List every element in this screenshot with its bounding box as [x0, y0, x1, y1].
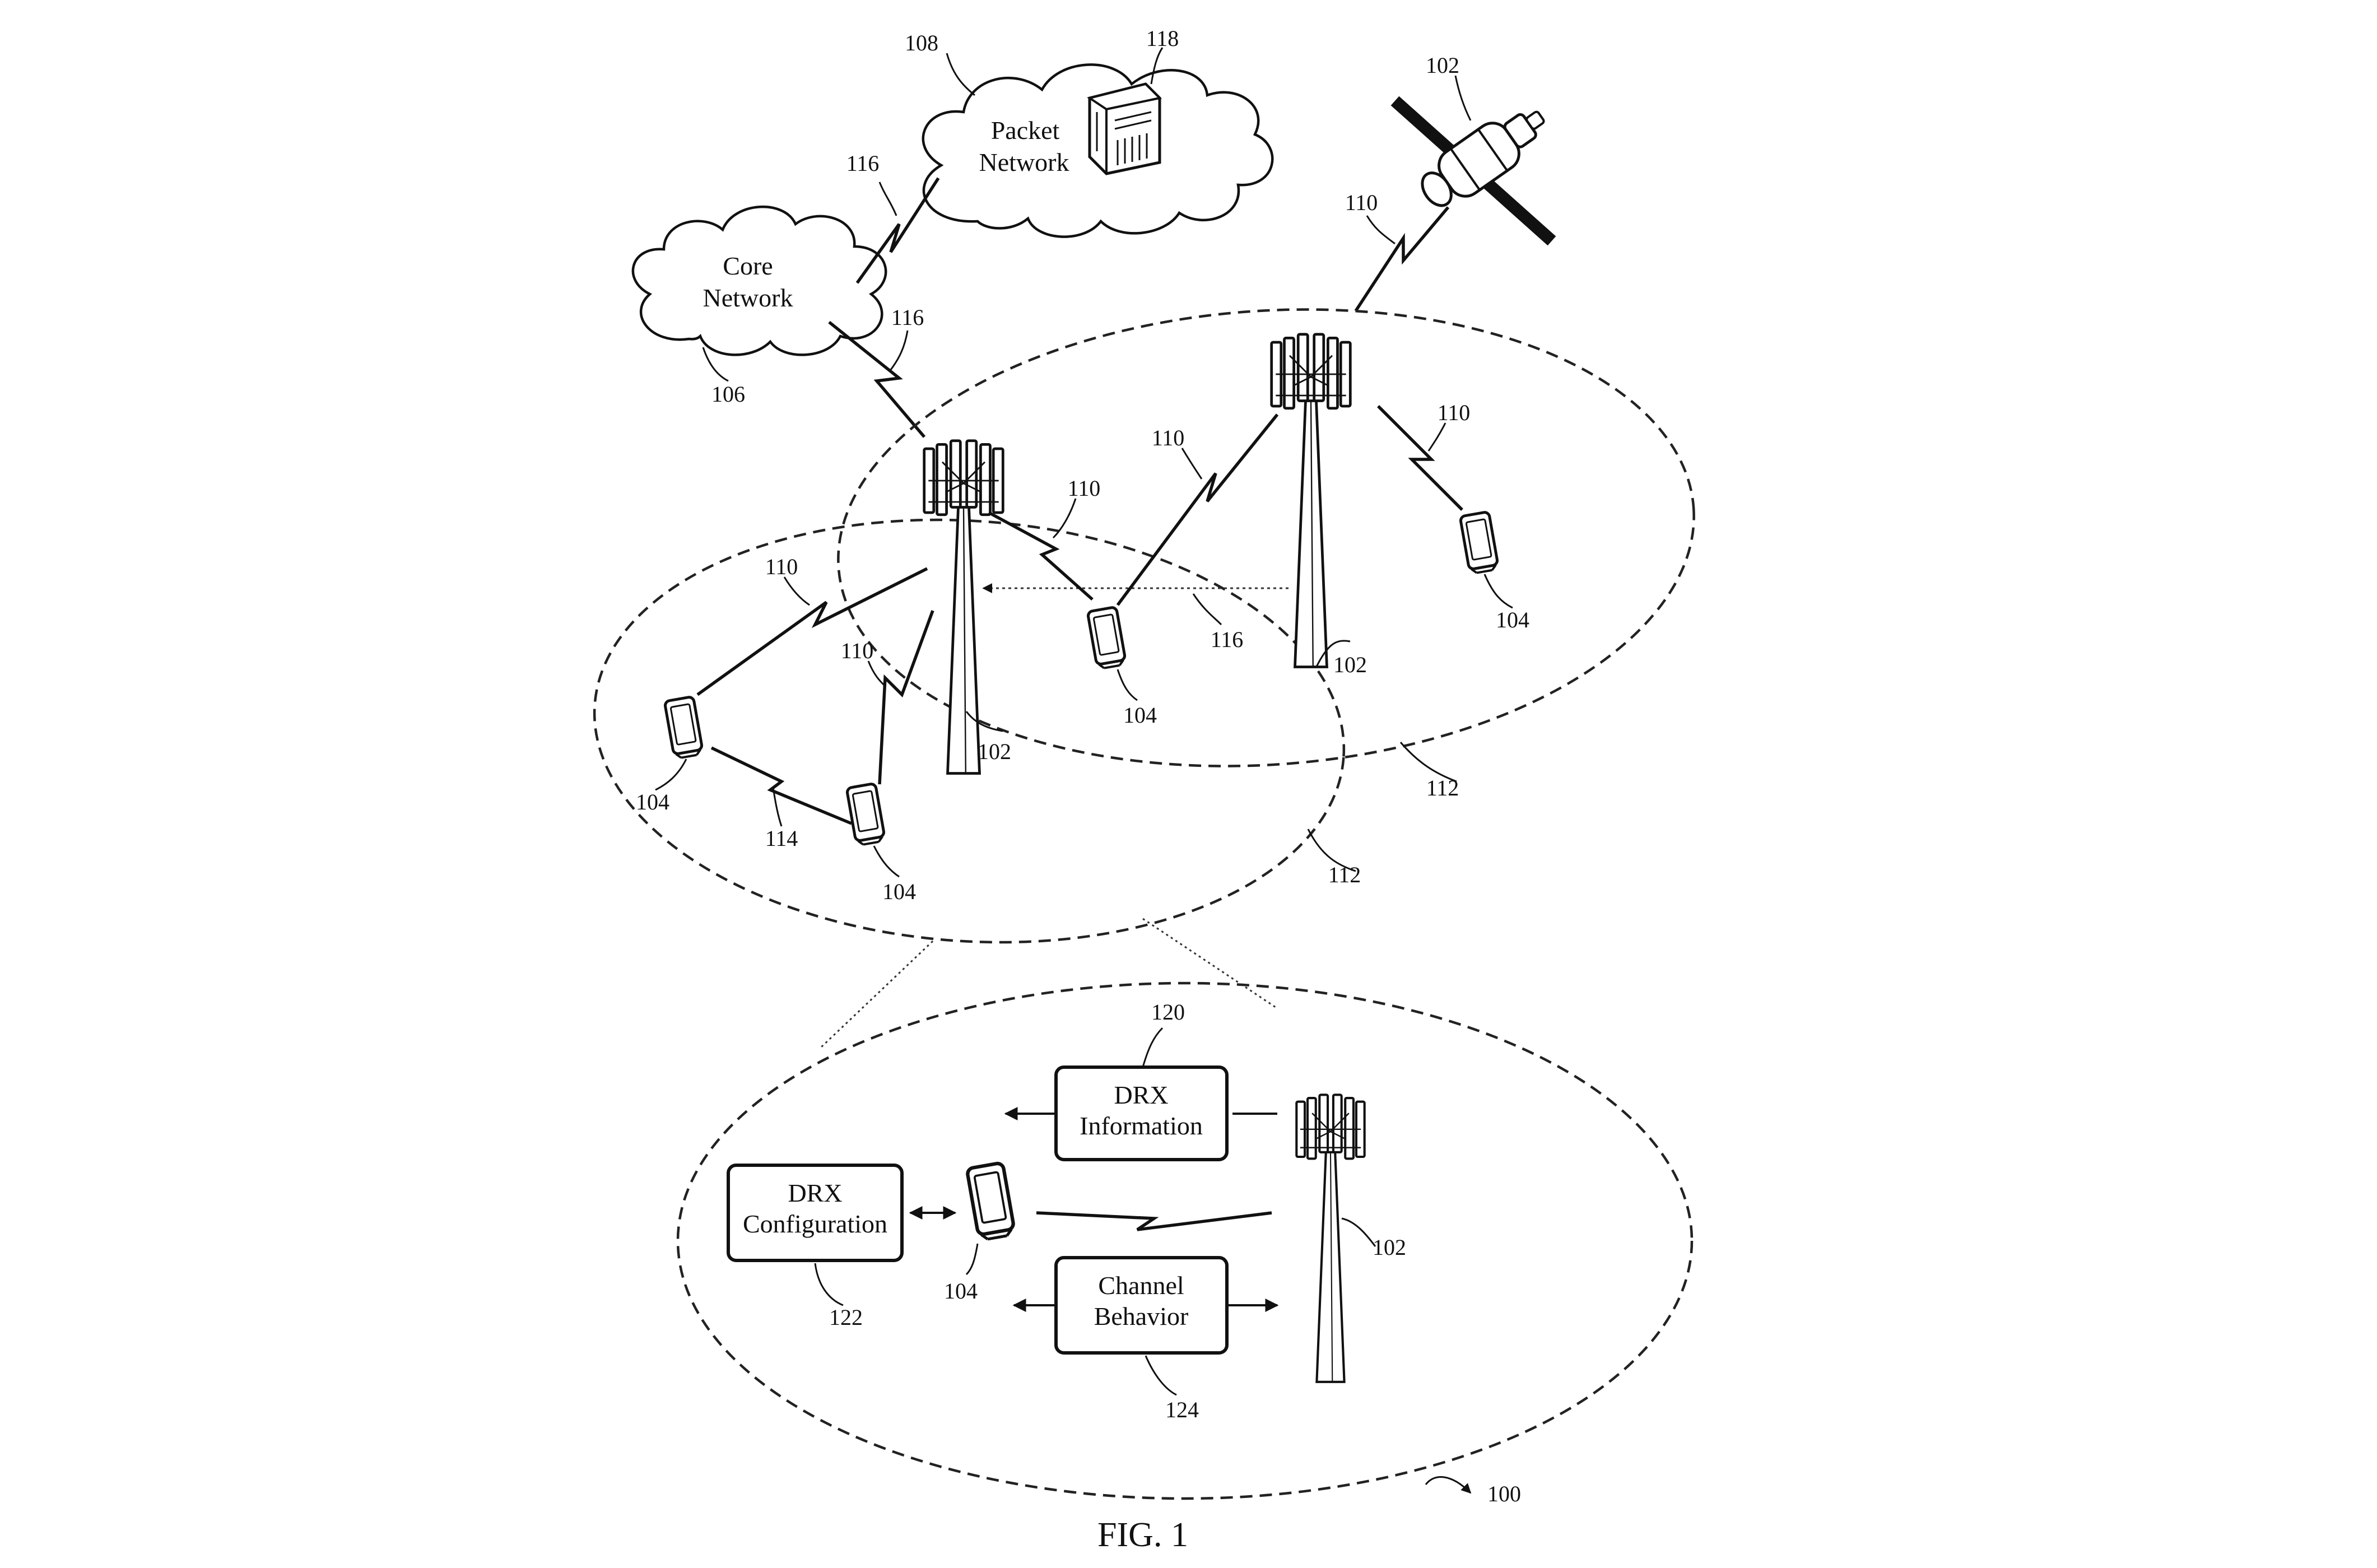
coverage-area-left [593, 518, 1346, 944]
core-network-label-line2: Network [703, 283, 793, 312]
sidelink: 114 [710, 746, 853, 851]
server-leader [1150, 47, 1164, 85]
left-to-center-ue-link-ref: 110 [1068, 476, 1101, 501]
sidelink-ref: 114 [765, 826, 798, 851]
base-station-inset: 102 [1296, 1095, 1406, 1382]
coverage-area-right-ref: 112 [1426, 775, 1459, 801]
base-station-right: 102 [1272, 334, 1367, 677]
packet-network-label-line2: Network [979, 148, 1069, 176]
right-to-center-ue-link-ref: 110 [1152, 425, 1185, 450]
ue-right: 104 [1460, 511, 1529, 632]
right-ue-link: 110 [1377, 400, 1471, 511]
channel-behavior-ref: 124 [1165, 1397, 1199, 1422]
backhaul-core-bs-ref: 116 [891, 305, 924, 330]
packet-network-leader [946, 53, 975, 96]
left-ue-far-link: 110 [696, 554, 928, 696]
satellite-icon: 102 [1390, 53, 1556, 246]
channel-behavior-box: Channel Behavior 124 [1054, 1256, 1229, 1422]
ue-left-2-ref: 104 [882, 879, 916, 904]
drx-information-ref: 120 [1151, 999, 1185, 1025]
drx-configuration-ref: 122 [829, 1305, 863, 1330]
left-ue-far-link-ref: 110 [765, 554, 798, 579]
coverage-area-right [837, 308, 1695, 767]
right-ue-link-ref: 110 [1438, 400, 1471, 425]
system-reference: 100 [1425, 1476, 1521, 1506]
channel-behavior-label-line1: Channel [1098, 1271, 1184, 1300]
system-ref: 100 [1487, 1481, 1521, 1506]
base-station-left-ref: 102 [978, 739, 1011, 764]
ue-center-ref: 104 [1123, 702, 1157, 728]
inset-coverage-area [676, 981, 1694, 1500]
backhaul-core-packet-ref: 116 [846, 151, 880, 176]
drx-configuration-box: DRX Configuration 122 [727, 1164, 904, 1330]
drx-configuration-label-line2: Configuration [743, 1209, 887, 1238]
server-ref: 118 [1146, 26, 1179, 51]
ue-right-ref: 104 [1496, 607, 1529, 632]
ue-left-1: 104 [636, 696, 703, 815]
base-station-inset-ref: 102 [1373, 1235, 1406, 1260]
left-to-center-ue-link: 110 [988, 476, 1101, 601]
left-ue-near-link-ref: 110 [841, 638, 874, 663]
left-ue-near-link: 110 [841, 610, 934, 785]
core-network-cloud: Core Network 106 [631, 206, 887, 407]
base-station-right-ref: 102 [1333, 652, 1367, 677]
coverage-area-left-label: 112 [1307, 829, 1361, 887]
backhaul-bs-bs-ref: 116 [1211, 627, 1244, 652]
ue-center: 104 [1087, 607, 1157, 728]
packet-network-ref: 108 [905, 30, 938, 55]
backhaul-bs-bs-link: 116 [982, 583, 1288, 652]
core-network-label-line1: Core [723, 252, 773, 280]
ue-left-2: 104 [846, 783, 916, 904]
right-to-center-ue-link: 110 [1116, 413, 1279, 606]
ue-inset-ref: 104 [944, 1278, 978, 1304]
figure-caption: FIG. 1 [1097, 1516, 1188, 1554]
drx-information-box: DRX Information 120 [1054, 999, 1229, 1161]
zoom-connector-lines [820, 918, 1278, 1049]
ue-inset: 104 [944, 1162, 1015, 1304]
satellite-link: 110 [1345, 190, 1450, 312]
channel-behavior-label-line2: Behavior [1094, 1302, 1189, 1330]
backhaul-core-bs-link: 116 [828, 305, 926, 438]
coverage-area-right-label: 112 [1399, 742, 1459, 801]
packet-network-label-line1: Packet [991, 116, 1060, 145]
ue-left-1-ref: 104 [636, 789, 669, 815]
drx-information-label-line2: Information [1080, 1111, 1203, 1140]
inset-wireless-link [1036, 1211, 1272, 1231]
core-network-leader [702, 347, 729, 382]
server-icon: 118 [1087, 26, 1179, 175]
core-network-ref: 106 [711, 381, 745, 407]
satellite-link-ref: 110 [1345, 190, 1378, 215]
backhaul-core-packet-link: 116 [846, 151, 940, 284]
base-station-left: 102 [924, 441, 1011, 774]
drx-information-label-line1: DRX [1114, 1081, 1168, 1109]
drx-configuration-label-line1: DRX [788, 1179, 842, 1207]
satellite-ref: 102 [1426, 53, 1459, 78]
coverage-area-left-ref: 112 [1328, 862, 1361, 887]
